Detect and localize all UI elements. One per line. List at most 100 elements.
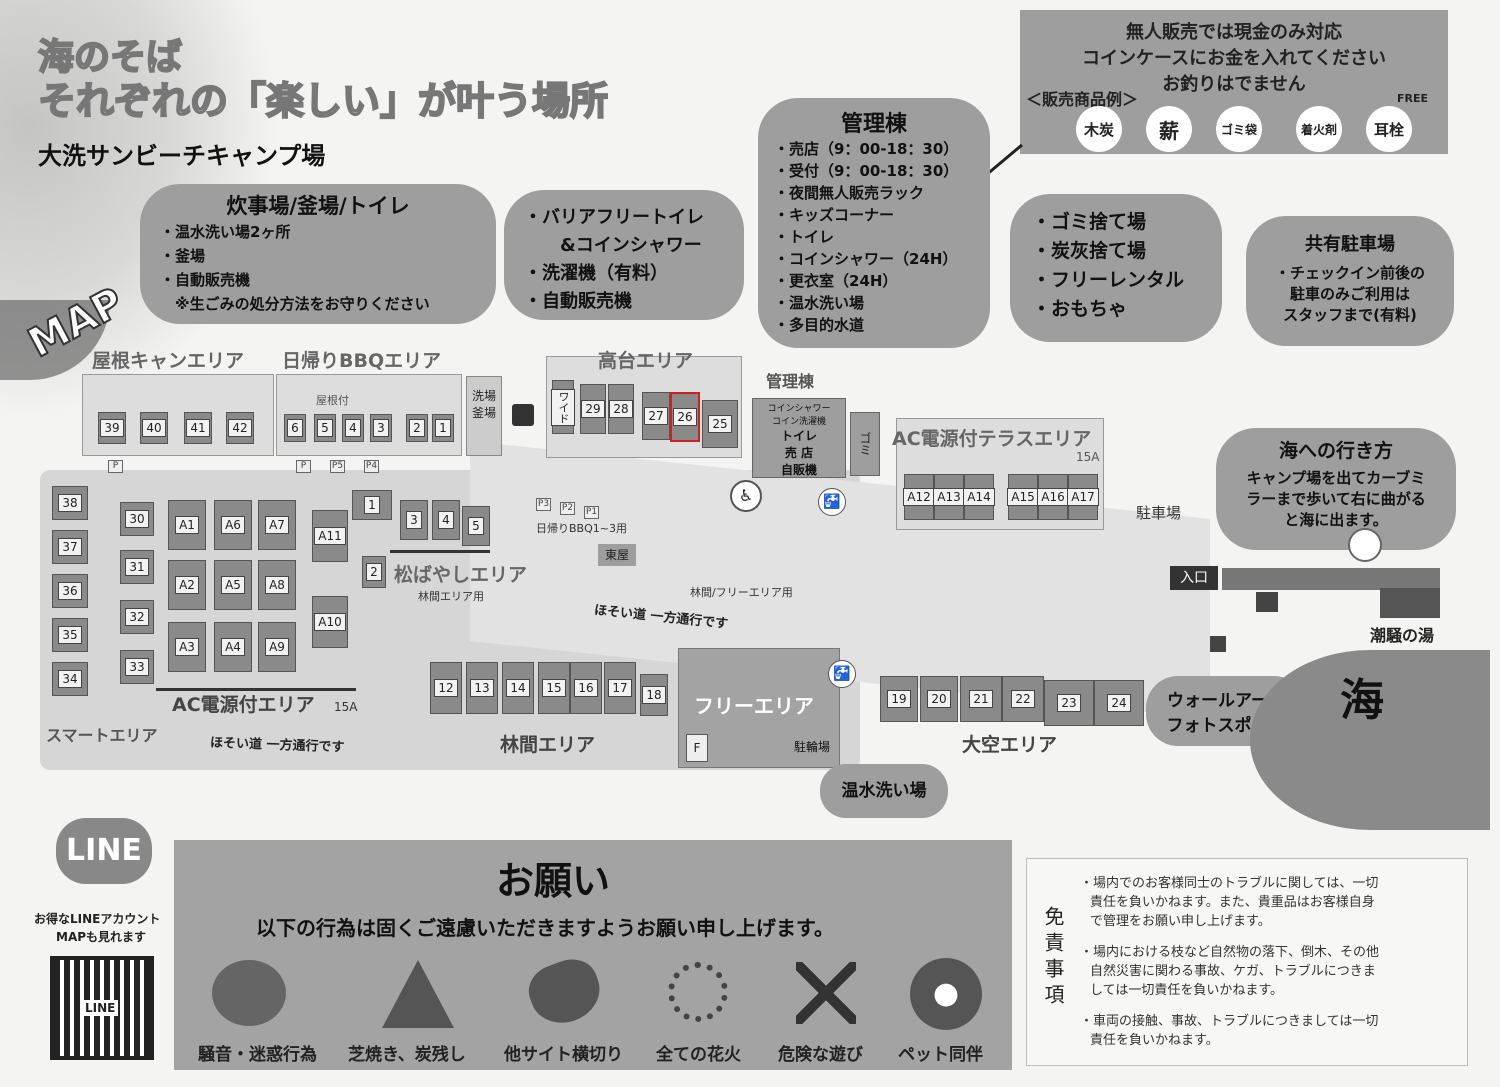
rinkan-site-15[interactable]: 15: [538, 662, 570, 714]
site-34[interactable]: 34: [52, 662, 88, 696]
ozora-site-20[interactable]: 20: [920, 676, 958, 722]
ac-boundary-line-2: [390, 550, 490, 553]
site-35[interactable]: 35: [52, 618, 88, 652]
takadai-area-label: 高台エリア: [598, 350, 694, 372]
site-a3[interactable]: A3: [168, 622, 206, 672]
line-qr-code[interactable]: LINE: [50, 956, 154, 1060]
rinkan-site-14[interactable]: 14: [502, 662, 534, 714]
kanri-bubble: 管理棟 ・売店（9：00-18：30） ・受付（9：00-18：30） ・夜間無…: [758, 98, 990, 348]
matsu-site-5[interactable]: 5: [462, 506, 490, 546]
bbq-area-label: 日帰りBBQエリア: [282, 350, 442, 372]
kanri-label: 管理棟: [766, 372, 815, 391]
request-item-pet: ペット同伴: [898, 1045, 983, 1065]
site-30[interactable]: 30: [120, 502, 154, 536]
barrier-item: ・自動販売機: [524, 291, 632, 312]
wallart-label-1: ウォールアート: [1167, 691, 1285, 711]
house-icon: [1256, 592, 1278, 612]
rinkan-site-17[interactable]: 17: [604, 662, 636, 714]
kanri-building: コインシャワー コイン洗濯機 トイレ 売 店 自販機: [752, 398, 846, 478]
ozora-site-21[interactable]: 21: [960, 676, 1002, 722]
site-39[interactable]: 39: [98, 412, 126, 444]
site-38[interactable]: 38: [52, 486, 88, 520]
gomi-bubble: ・ゴミ捨て場 ・炭灰捨て場 ・フリーレンタル ・おもちゃ: [1010, 194, 1222, 342]
request-item-fireworks: 全ての花火: [656, 1045, 741, 1065]
rinkan-site-12[interactable]: 12: [430, 662, 462, 714]
site-29[interactable]: 29: [580, 384, 606, 434]
site-a12[interactable]: A12: [903, 474, 935, 520]
ac-boundary-line: [156, 688, 356, 691]
matsu-site-3[interactable]: 3: [400, 500, 428, 540]
site-25[interactable]: 25: [702, 400, 738, 448]
site-a11[interactable]: A11: [312, 510, 348, 562]
bbq-site-1[interactable]: 1: [432, 414, 454, 442]
site-36[interactable]: 36: [52, 574, 88, 608]
bbq-site-2[interactable]: 2: [406, 414, 428, 442]
site-40[interactable]: 40: [140, 412, 168, 444]
site-41[interactable]: 41: [184, 412, 212, 444]
ozora-site-23[interactable]: 23: [1044, 680, 1094, 726]
site-a6[interactable]: A6: [214, 500, 252, 550]
ozora-site-22[interactable]: 22: [1002, 676, 1044, 722]
notice-line-3: お釣りはでません: [1162, 74, 1306, 95]
site-a14[interactable]: A14: [963, 474, 995, 520]
yanetsuki-label: 屋根付: [316, 394, 349, 407]
site-26[interactable]: 26: [670, 392, 700, 442]
ac-area-label: AC電源付エリア: [172, 694, 315, 716]
free-area-label: フリーエリア: [694, 694, 814, 718]
bbq-site-4[interactable]: 4: [342, 414, 364, 442]
site-a13[interactable]: A13: [933, 474, 965, 520]
bbq-site-5[interactable]: 5: [314, 414, 336, 442]
site-33[interactable]: 33: [120, 650, 154, 684]
site-a10[interactable]: A10: [312, 596, 348, 648]
site-a1[interactable]: A1: [168, 500, 206, 550]
site-a17[interactable]: A17: [1067, 474, 1099, 520]
gomi-item: ・フリーレンタル: [1032, 269, 1185, 291]
disclaimer-title: 免責事項: [1041, 906, 1065, 1010]
sea-region: [1250, 650, 1490, 830]
site-a9[interactable]: A9: [258, 622, 296, 672]
site-a5[interactable]: A5: [214, 560, 252, 610]
shiosai-building: [1380, 588, 1440, 618]
barrier-item: &コインシャワー: [524, 235, 702, 256]
bbq-site-3[interactable]: 3: [370, 414, 392, 442]
rinkan-site-18[interactable]: 18: [640, 674, 668, 716]
suiji-item: ・温水洗い場2ヶ所: [160, 223, 291, 241]
bbq-area: [276, 374, 462, 456]
site-28[interactable]: 28: [608, 384, 634, 434]
site-37[interactable]: 37: [52, 530, 88, 564]
bbq-site-6[interactable]: 6: [284, 414, 306, 442]
rinkan-site-13[interactable]: 13: [466, 662, 498, 714]
parking-area-label: 駐車場: [1136, 504, 1182, 522]
site-27[interactable]: 27: [642, 392, 670, 440]
parking-tag: P3: [536, 498, 551, 511]
ozora-site-24[interactable]: 24: [1094, 680, 1144, 726]
disclaimer-line: 自然災害に関わる事故、ケガ、トラブルにつきま: [1090, 964, 1376, 979]
sea-title: 海への行き方: [1278, 440, 1393, 462]
site-a8[interactable]: A8: [258, 560, 296, 610]
site-a15[interactable]: A15: [1007, 474, 1039, 520]
wide-site[interactable]: ワイド: [551, 380, 575, 434]
matsu-site-1[interactable]: 1: [352, 490, 392, 520]
ozora-area-label: 大空エリア: [962, 734, 1058, 756]
matsu-site-4[interactable]: 4: [432, 500, 460, 540]
parking-bubble: 共有駐車場 ・チェックイン前後の 駐車のみご利用は スタッフまで(有料): [1246, 216, 1454, 346]
site-31[interactable]: 31: [120, 550, 154, 584]
parking-line: 駐車のみご利用は: [1289, 285, 1410, 303]
site-a7[interactable]: A7: [258, 500, 296, 550]
mirror-icon: [1348, 528, 1382, 562]
disclaimer-text: ・場内でのお客様同士のトラブルに関しては、一切 責任を負いかねます。また、貴重品…: [1080, 874, 1379, 1050]
matsu-site-2[interactable]: 2: [362, 556, 386, 588]
site-a16[interactable]: A16: [1037, 474, 1069, 520]
site-a4[interactable]: A4: [214, 622, 252, 672]
site-a2[interactable]: A2: [168, 560, 206, 610]
line-logo[interactable]: LINE: [56, 818, 152, 884]
ozora-site-19[interactable]: 19: [880, 676, 918, 722]
rinkan-site-16[interactable]: 16: [570, 662, 602, 714]
kanri-item: ・キッズコーナー: [774, 206, 895, 224]
parking-tag: P1: [584, 506, 599, 519]
water-tap-icon: 🚰: [818, 488, 846, 516]
wheelchair-icon: ♿: [730, 480, 762, 512]
suiji-item: ※生ごみの処分方法をお守りください: [160, 295, 430, 313]
site-42[interactable]: 42: [226, 412, 254, 444]
site-32[interactable]: 32: [120, 600, 154, 634]
